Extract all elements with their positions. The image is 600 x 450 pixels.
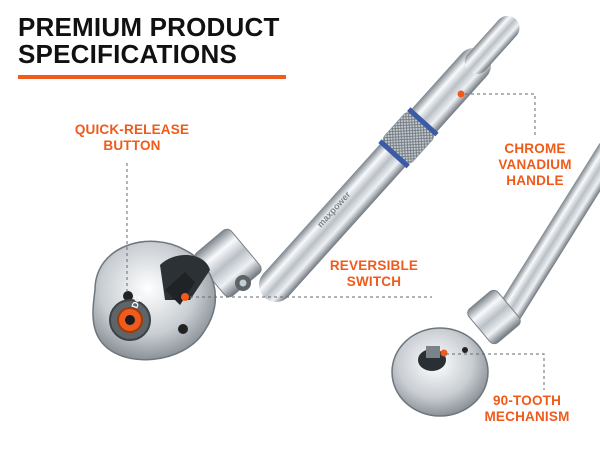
secondary-flex-joint bbox=[467, 289, 521, 345]
reversible-switch bbox=[165, 272, 195, 305]
callout-handle-line-1: CHROME bbox=[504, 141, 566, 156]
tooth-marker-dot bbox=[440, 349, 448, 357]
callout-tooth-line-1: 90-TOOTH bbox=[492, 393, 562, 408]
callout-chrome-vanadium-handle: CHROME VANADIUM HANDLE bbox=[480, 141, 590, 189]
handle-marker-dot bbox=[457, 90, 465, 98]
main-wrench: maxpower DG bbox=[92, 15, 520, 361]
leader-tooth bbox=[446, 353, 545, 390]
callout-switch-line-2: SWITCH bbox=[346, 274, 402, 289]
title-underline bbox=[18, 75, 286, 79]
callout-leaders bbox=[126, 93, 545, 390]
drive-size-marking: DG bbox=[129, 294, 143, 310]
callout-quick-release-line-1: QUICK-RELEASE bbox=[74, 122, 190, 137]
page-title-line-1: PREMIUM PRODUCT bbox=[18, 12, 280, 42]
wrench-handle bbox=[258, 15, 520, 302]
callout-reversible-switch: REVERSIBLE SWITCH bbox=[316, 258, 432, 290]
callout-quick-release-button: QUICK-RELEASE BUTTON bbox=[52, 122, 212, 154]
secondary-wrench bbox=[391, 138, 600, 417]
secondary-wrench-handle bbox=[493, 138, 600, 330]
ratchet-head: DG bbox=[92, 240, 217, 361]
callout-handle-line-3: HANDLE bbox=[506, 173, 564, 188]
callout-quick-release-line-2: BUTTON bbox=[103, 138, 161, 153]
page-title: PREMIUM PRODUCT SPECIFICATIONS bbox=[18, 14, 318, 68]
page-title-line-2: SPECIFICATIONS bbox=[18, 39, 238, 69]
callout-tooth-line-2: MECHANISM bbox=[484, 409, 570, 424]
leader-handle bbox=[465, 93, 536, 137]
callout-handle-line-2: VANADIUM bbox=[498, 157, 572, 172]
callout-90-tooth-mechanism: 90-TOOTH MECHANISM bbox=[462, 393, 592, 425]
callout-switch-line-1: REVERSIBLE bbox=[329, 258, 419, 273]
